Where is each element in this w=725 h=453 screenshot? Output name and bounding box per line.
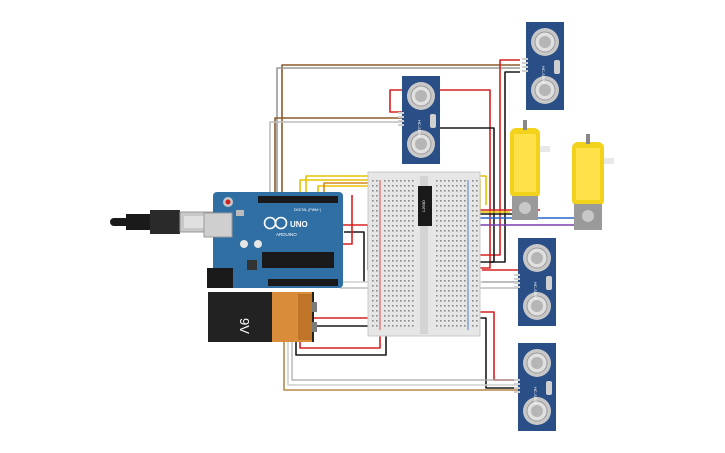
wire-gray-top2 <box>269 121 404 195</box>
wire-brown-top <box>281 64 520 195</box>
arduino-board: UNO ARDUINO DIGITAL (PWM~) <box>203 192 343 288</box>
driver-chip-label: L293D <box>421 200 426 212</box>
dc-motor-2 <box>572 134 614 230</box>
wire-red-bottom <box>299 330 381 349</box>
ultrasonic-sensor-top-mid: HC-SR04 <box>398 76 440 164</box>
sensor-model-label: HC-SR04 <box>533 387 538 405</box>
breadboard-holes <box>372 180 478 327</box>
arduino-brand-label: ARDUINO <box>276 232 297 237</box>
sensor-model-label: HC-SR04 <box>417 120 422 138</box>
wire-black-sensor1 <box>490 71 520 263</box>
wire-orange-1 <box>323 182 372 195</box>
wire-black-sensor2 <box>440 127 495 263</box>
dc-motor-1 <box>510 120 550 220</box>
ultrasonic-sensor-top-right: HC-SR04 <box>522 22 564 110</box>
battery-label: 9V <box>237 318 252 334</box>
battery-9v: 9V <box>208 292 317 342</box>
ultrasonic-sensor-bottom-right: HC-SR04 <box>514 343 556 431</box>
wire-black-power <box>344 231 365 282</box>
wire-black-bottom <box>295 330 387 356</box>
wire-red-arduino-right <box>340 195 353 245</box>
arduino-model-label: UNO <box>290 220 308 229</box>
motor-driver-chip: L293D <box>418 186 432 226</box>
arduino-digital-label: DIGITAL (PWM~) <box>294 208 321 212</box>
usb-cable <box>110 210 215 234</box>
sensor-model-label: HC-SR04 <box>541 66 546 84</box>
wire-gray-top <box>276 67 520 195</box>
ultrasonic-sensor-mid-right: HC-SR04 <box>514 238 556 326</box>
wire-red-sensor1 <box>478 59 520 256</box>
sensor-model-label: HC-SR04 <box>533 282 538 300</box>
wire-brown-top2 <box>274 117 404 195</box>
